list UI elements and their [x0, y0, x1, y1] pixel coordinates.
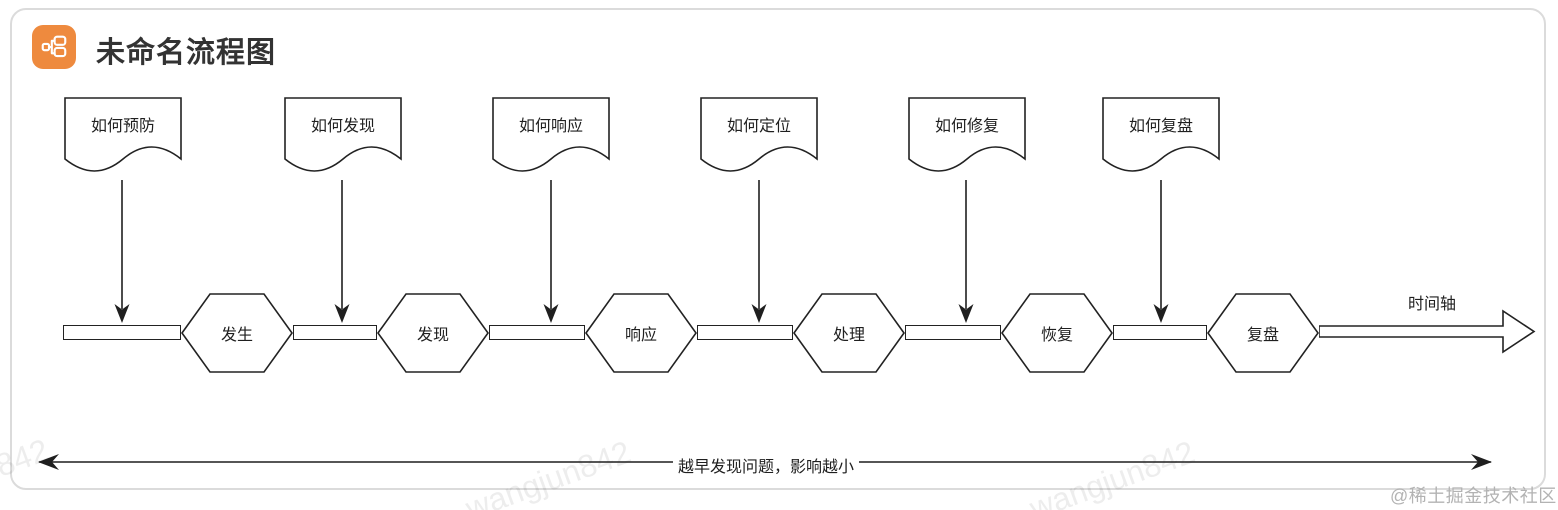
arrowhead-right	[1471, 454, 1492, 470]
arrowhead-left	[38, 454, 59, 470]
document-label: 如何发现	[310, 118, 375, 135]
document-shape[interactable]: 如何复盘	[1102, 97, 1220, 179]
stage-label: 处理	[832, 327, 865, 344]
flowchart-logo-glyph	[41, 35, 67, 58]
stage-label: 发现	[416, 327, 449, 344]
document-shape[interactable]: 如何定位	[700, 97, 818, 179]
timeline-bar[interactable]	[905, 325, 1001, 340]
stage-hexagon[interactable]: 恢复	[1001, 293, 1113, 373]
document-shape[interactable]: 如何修复	[908, 97, 1026, 179]
down-arrow[interactable]	[334, 180, 350, 324]
canvas-card	[10, 8, 1546, 490]
hexagon-outline	[377, 293, 489, 373]
document-outline	[64, 97, 182, 172]
hexagon-outline	[585, 293, 697, 373]
document-label: 如何定位	[726, 118, 791, 135]
stage-hexagon[interactable]: 处理	[793, 293, 905, 373]
document-shape[interactable]: 如何发现	[284, 97, 402, 179]
document-label: 如何复盘	[1128, 118, 1193, 135]
document-outline	[908, 97, 1026, 172]
hexagon-outline	[793, 293, 905, 373]
hexagon-outline	[1207, 293, 1319, 373]
hexagon-outline	[181, 293, 293, 373]
bottom-caption: 越早发现问题，影响越小	[672, 453, 860, 477]
stage-hexagon[interactable]: 响应	[585, 293, 697, 373]
down-arrow[interactable]	[543, 180, 559, 324]
document-label: 如何预防	[90, 118, 155, 135]
page-title: 未命名流程图	[96, 37, 277, 69]
down-arrow[interactable]	[1153, 180, 1169, 324]
down-arrow[interactable]	[114, 180, 130, 324]
stage-label: 复盘	[1246, 327, 1279, 344]
document-label: 如何修复	[934, 118, 999, 135]
timeline-bar[interactable]	[1113, 325, 1207, 340]
stage-label: 恢复	[1040, 327, 1073, 344]
document-label: 如何响应	[518, 118, 583, 135]
document-outline	[700, 97, 818, 172]
community-attribution: @稀土掘金技术社区	[1390, 486, 1557, 506]
document-shape[interactable]: 如何响应	[492, 97, 610, 179]
stage-hexagon[interactable]: 发现	[377, 293, 489, 373]
timeline-axis-label: 时间轴	[1407, 296, 1456, 313]
document-outline	[1102, 97, 1220, 172]
stage-label: 发生	[220, 327, 253, 344]
flowchart-logo-icon	[32, 25, 76, 69]
document-shape[interactable]: 如何预防	[64, 97, 182, 179]
timeline-bar[interactable]	[293, 325, 377, 340]
timeline-bar[interactable]	[697, 325, 793, 340]
document-outline	[284, 97, 402, 172]
document-outline	[492, 97, 610, 172]
stage-hexagon[interactable]: 发生	[181, 293, 293, 373]
timeline-axis-arrow[interactable]	[1319, 307, 1537, 356]
stage-hexagon[interactable]: 复盘	[1207, 293, 1319, 373]
stage-label: 响应	[624, 327, 657, 344]
timeline-bar[interactable]	[489, 325, 585, 340]
down-arrow[interactable]	[751, 180, 767, 324]
down-arrow[interactable]	[958, 180, 974, 324]
timeline-bar[interactable]	[63, 325, 181, 340]
hexagon-outline	[1001, 293, 1113, 373]
